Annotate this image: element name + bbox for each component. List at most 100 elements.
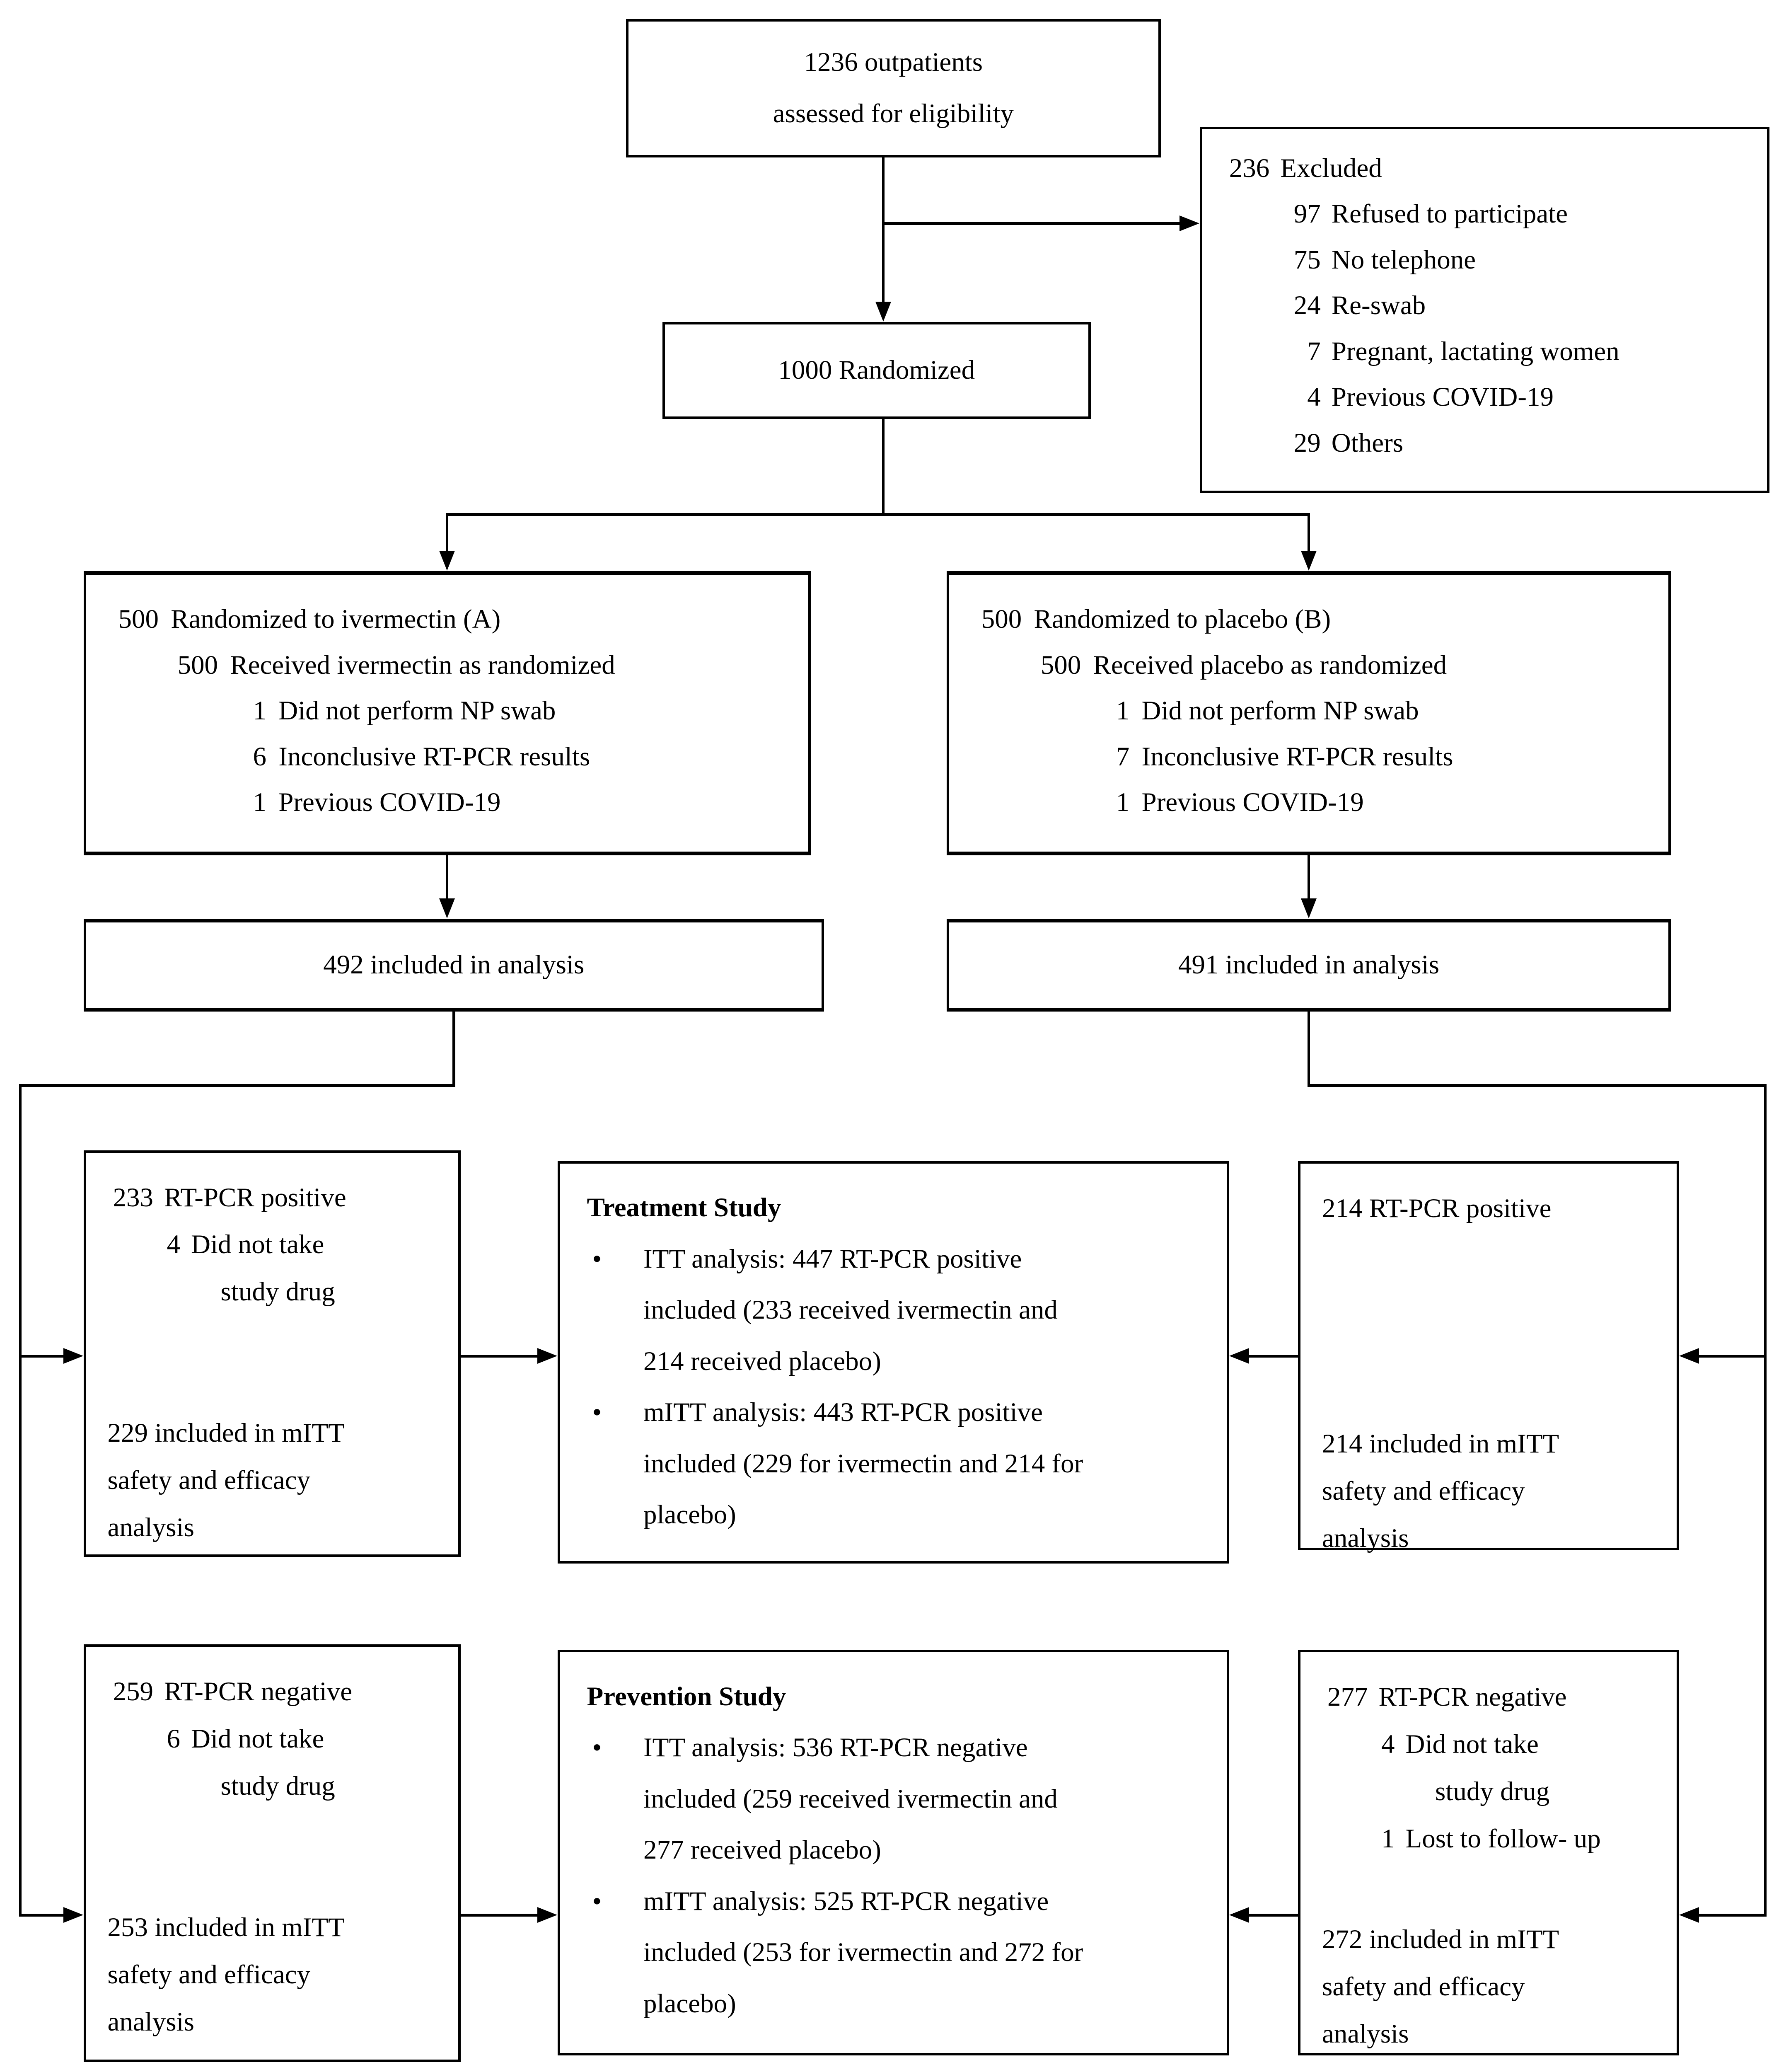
connector-excluded-branch: [883, 222, 1181, 225]
row-label: RT-PCR negative: [1378, 1682, 1567, 1712]
arrowhead-into-analysis-b-icon: [1300, 898, 1317, 918]
mitt-line: analysis: [1322, 2019, 1409, 2049]
bullet-line: 277 received placebo): [643, 1835, 881, 1865]
spacer: [86, 1810, 458, 1905]
row-count: 1: [1116, 787, 1130, 817]
connector-right-to-pos-pla: [1697, 1355, 1767, 1358]
arrowhead-into-neg-ivm-icon: [63, 1907, 83, 1923]
mitt-line: safety and efficacy: [107, 1465, 311, 1495]
mitt-line: analysis: [107, 1512, 194, 1542]
mitt-line: safety and efficacy: [1322, 1972, 1525, 2002]
bullet-icon: •: [592, 1397, 602, 1427]
rtpcr-negative-placebo-box: 277 RT-PCR negative 4 Did not take study…: [1298, 1650, 1679, 2055]
row-label: Did not take: [191, 1230, 324, 1260]
arm-row: 1 Did not perform NP swab: [949, 688, 1669, 734]
excluded-count: 236: [1229, 153, 1270, 183]
side-row: 214 RT-PCR positive: [1322, 1193, 1552, 1223]
spacer: [1300, 1232, 1677, 1421]
assessed-for-eligibility-box: 1236 outpatients assessed for eligibilit…: [626, 19, 1161, 158]
bullet-line: placebo): [643, 1988, 736, 2019]
arrowhead-into-analysis-a-icon: [439, 898, 455, 918]
analysis-a-text: 492 included in analysis: [323, 950, 585, 980]
row-label: Inconclusive RT-PCR results: [278, 741, 590, 772]
mitt-line: analysis: [1322, 1523, 1409, 1553]
connector-assessed-down: [882, 157, 885, 306]
assessed-line-2: assessed for eligibility: [773, 98, 1014, 128]
mitt-line: 229 included in mITT: [107, 1418, 345, 1448]
wrapped-line: study drug: [1435, 1776, 1550, 1806]
item-label: Refused to participate: [1331, 199, 1568, 229]
item-label: Pregnant, lactating women: [1331, 336, 1619, 366]
arrowhead-into-prevention-right-icon: [1229, 1907, 1250, 1923]
row-count: 4: [1381, 1729, 1395, 1759]
item-label: Others: [1331, 428, 1404, 458]
excluded-item: 29 Others: [1224, 420, 1759, 466]
mitt-line: 253 included in mITT: [107, 1912, 345, 1942]
connector-split-rail: [445, 513, 1310, 516]
wrapped-line: study drug: [220, 1771, 335, 1801]
row-label: Randomized to placebo (B): [1034, 604, 1331, 634]
randomized-text: 1000 Randomized: [778, 355, 975, 385]
excluded-item: 24 Re-swab: [1224, 283, 1759, 329]
connector-arm-b-to-analysis: [1307, 855, 1310, 898]
item-label: No telephone: [1331, 244, 1476, 275]
connector-left-to-pos-ivm: [19, 1355, 65, 1358]
row-count: 1: [253, 696, 267, 726]
bullet-text: ITT analysis: 447 RT-PCR positive: [643, 1244, 1022, 1274]
connector-neg-pla-to-prevention: [1248, 1914, 1298, 1917]
arm-ivermectin-box: 500 Randomized to ivermectin (A) 500 Rec…: [83, 571, 811, 855]
bullet-line: 214 received placebo): [643, 1346, 881, 1376]
row-label: Lost to follow- up: [1405, 1823, 1601, 1854]
excluded-box: 236 Excluded 97 Refused to participate 7…: [1199, 126, 1769, 493]
arm-row: 500 Randomized to ivermectin (A): [86, 596, 808, 642]
arm-row: 6 Inconclusive RT-PCR results: [86, 734, 808, 780]
connector-pos-pla-to-treatment: [1248, 1355, 1298, 1358]
arm-row: 500 Received placebo as randomized: [949, 642, 1669, 688]
prevention-study-box: Prevention Study • ITT analysis: 536 RT-…: [557, 1650, 1230, 2055]
arrowhead-into-pos-ivm-icon: [63, 1348, 83, 1364]
connector-randomized-down: [882, 419, 885, 516]
arrowhead-into-pos-pla-icon: [1679, 1348, 1699, 1364]
mitt-line: 214 included in mITT: [1322, 1429, 1559, 1459]
arrowhead-into-arm-b-icon: [1300, 551, 1317, 571]
row-count: 259: [113, 1677, 154, 1707]
connector-left-rail: [19, 1084, 22, 1917]
arm-row: 7 Inconclusive RT-PCR results: [949, 734, 1669, 780]
connector-pos-ivm-to-treatment: [460, 1355, 539, 1358]
randomized-box: 1000 Randomized: [662, 322, 1091, 419]
arm-row: 1 Did not perform NP swab: [86, 688, 808, 734]
mitt-line: safety and efficacy: [1322, 1476, 1525, 1506]
arrowhead-into-prevention-left-icon: [537, 1907, 557, 1923]
excluded-item: 75 No telephone: [1224, 237, 1759, 283]
bullet-line: placebo): [643, 1500, 736, 1530]
connector-right-rail: [1764, 1084, 1767, 1917]
mitt-line: safety and efficacy: [107, 1959, 311, 1990]
item-label: Re-swab: [1331, 290, 1426, 320]
row-label: Received ivermectin as randomized: [230, 650, 615, 680]
arrowhead-into-excluded-icon: [1179, 215, 1199, 231]
rtpcr-negative-ivermectin-box: 259 RT-PCR negative 6 Did not take study…: [83, 1644, 461, 2062]
row-label: Did not perform NP swab: [1141, 696, 1419, 726]
row-count: 1: [1116, 696, 1130, 726]
treatment-study-box: Treatment Study • ITT analysis: 447 RT-P…: [557, 1161, 1230, 1564]
row-count: 500: [177, 650, 218, 680]
item-label: Previous COVID-19: [1331, 382, 1554, 412]
side-row: 259 RT-PCR negative: [86, 1668, 458, 1716]
side-row: 4 Did not take: [86, 1221, 458, 1268]
excluded-item: 7 Pregnant, lactating women: [1224, 329, 1759, 375]
bullet-line: included (233 received ivermectin and: [643, 1295, 1058, 1325]
treatment-study-title: Treatment Study: [587, 1193, 781, 1222]
row-label: Previous COVID-19: [1141, 787, 1364, 817]
row-label: Previous COVID-19: [278, 787, 501, 817]
row-label: Did not take: [191, 1724, 324, 1754]
arrowhead-into-neg-pla-icon: [1679, 1907, 1699, 1923]
arrowhead-into-arm-a-icon: [439, 551, 455, 571]
rtpcr-positive-placebo-box: 214 RT-PCR positive 214 included in mITT…: [1298, 1161, 1679, 1553]
arrowhead-into-randomized-icon: [875, 302, 891, 322]
connector-analysis-a-down: [452, 1011, 455, 1087]
connector-arm-a-drop: [445, 513, 449, 551]
item-count: 97: [1293, 199, 1321, 229]
item-count: 24: [1293, 290, 1321, 320]
row-count: 7: [1116, 741, 1130, 772]
bullet-line: • mITT analysis: 443 RT-PCR positive: [560, 1387, 1227, 1438]
